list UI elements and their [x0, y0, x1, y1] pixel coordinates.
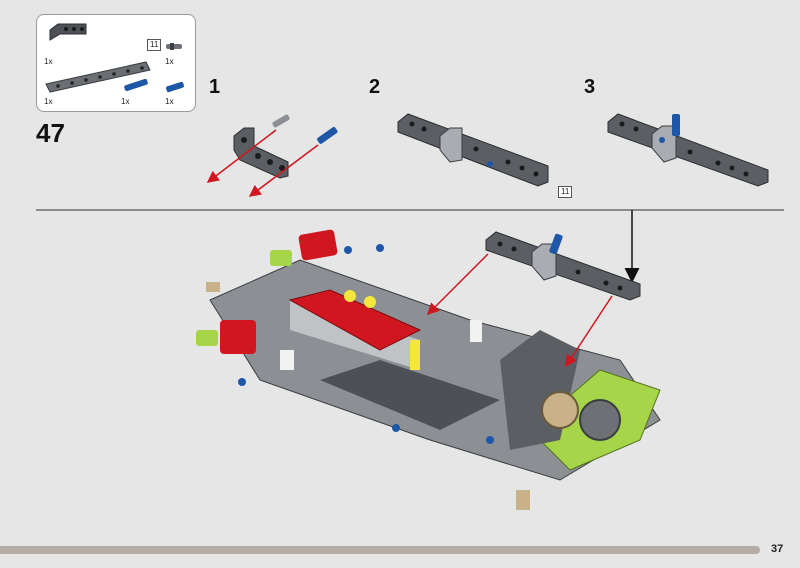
section-divider — [36, 209, 784, 211]
long-beam-icon — [45, 61, 151, 93]
qty-long-beam: 1x — [44, 97, 53, 106]
qty-blue-pin: 1x — [165, 97, 174, 106]
step-number: 47 — [36, 118, 65, 148]
substep-3-illustration — [607, 113, 769, 187]
angled-beam-icon — [49, 23, 87, 41]
substep-3-label: 3 — [584, 76, 596, 98]
qty-angled-beam: 1x — [44, 57, 53, 66]
beam-subassembly-main — [485, 231, 641, 301]
blue-axle-pin-icon — [124, 78, 148, 92]
attach-arrow-left — [426, 253, 489, 316]
chassis-assembly — [196, 229, 661, 510]
substep-1-label: 1 — [209, 76, 221, 98]
substep-2-length-badge: 11 — [558, 186, 573, 198]
blue-pin-icon — [166, 81, 184, 93]
qty-axle-pin: 1x — [165, 57, 174, 66]
substep-1-illustration — [206, 114, 338, 197]
substep-2-label: 2 — [369, 76, 381, 98]
page-number: 37 — [771, 543, 784, 555]
attach-arrow-right — [565, 295, 613, 368]
axle-pin-icon — [166, 43, 182, 50]
qty-blue-axle-pin: 1x — [121, 97, 130, 106]
beam-length-badge: 11 — [147, 39, 162, 51]
substep-2-illustration — [397, 113, 549, 187]
page-progress-bar — [0, 546, 760, 554]
